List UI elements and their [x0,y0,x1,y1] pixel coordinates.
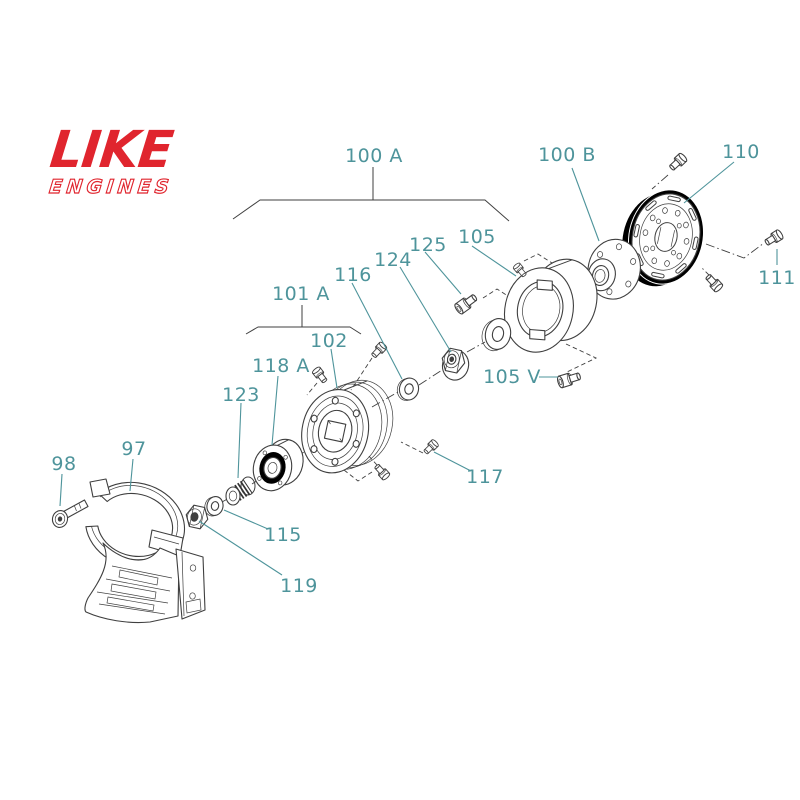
pulley-screw-top-right [369,340,389,360]
part-bolt-105v [555,369,583,389]
bolt-111-right [762,228,785,248]
guard-ribs [96,565,173,615]
leader-119 [198,520,283,576]
part-label-101a: 101 A [272,283,330,305]
part-label-117: 117 [466,466,504,488]
part-label-97: 97 [121,438,146,460]
part-needle-bearing [225,476,256,506]
leader-124 [399,266,452,353]
part-label-100a: 100 A [345,145,403,167]
leader-98 [59,473,63,507]
brand-name: LIKE [47,121,176,180]
leader-115 [223,509,269,530]
part-chain-guard [84,478,206,624]
part-washer-116 [396,377,420,401]
part-label-116: 116 [334,264,372,286]
part-bolt-98 [51,499,89,529]
bolt-111-lower [703,272,725,294]
part-label-124: 124 [374,249,412,271]
part-clutch-pulley [301,379,394,474]
part-label-105v: 105 V [483,366,541,388]
part-bolt-125 [452,291,480,316]
part-ring-gear [622,189,705,287]
part-label-118a: 118 A [252,355,310,377]
part-clutch-drum [503,258,598,353]
part-flange-nut-124 [441,347,470,381]
leader-97 [129,458,134,492]
leader-118a [271,375,279,446]
part-clutch-hub [252,438,304,492]
leader-105 [471,245,517,277]
part-washer-large [481,318,512,352]
part-label-123: 123 [222,384,260,406]
leader-117 [433,451,472,472]
part-label-110: 110 [722,141,760,163]
part-label-98: 98 [51,453,76,475]
leader-100b [571,167,600,242]
part-label-102: 102 [310,330,348,352]
leader-lines [59,161,778,576]
pulley-bolts [310,396,360,466]
leader-102 [330,348,338,389]
bolt-111-top [667,151,689,173]
part-label-111: 111 [758,267,796,289]
brand-logo: LIKE ENGINES [47,121,176,198]
leader-116 [351,282,403,380]
part-label-105: 105 [458,226,496,248]
leader-110 [683,161,735,204]
part-label-125: 125 [409,234,447,256]
leader-125 [424,251,462,295]
group-brackets [232,167,510,335]
part-label-100b: 100 B [538,144,596,166]
pulley-screw-top-left [311,365,330,385]
brand-tagline: ENGINES [48,176,174,198]
pulley-screw-bottom [372,462,392,482]
group-extent-dashes [306,253,598,482]
part-label-119: 119 [280,575,318,597]
leader-123 [237,402,242,479]
part-labels: 100 A 100 B 110 111 105 125 124 116 101 … [51,141,795,597]
part-label-115: 115 [264,524,302,546]
part-washer-115 [204,496,224,517]
gear-bolt-holes [642,207,690,267]
